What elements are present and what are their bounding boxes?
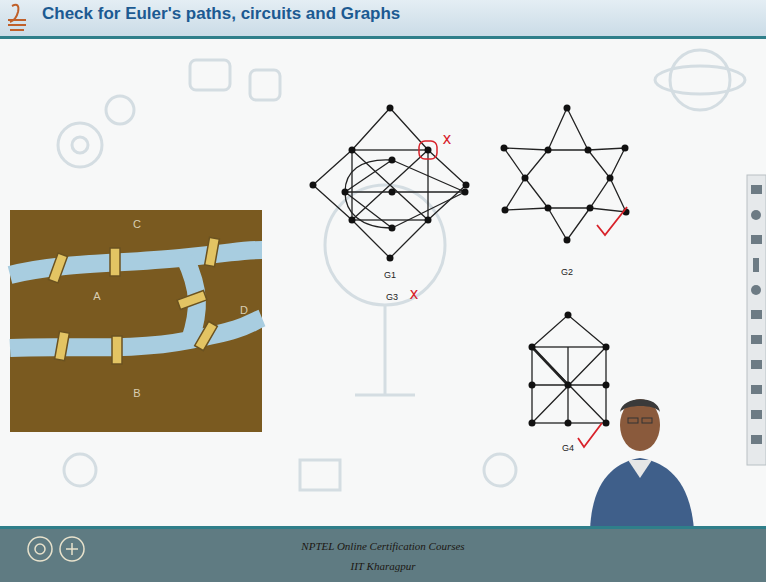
slide-title: Check for Euler's paths, circuits and Gr… [42, 4, 400, 24]
footer-logos [28, 537, 84, 561]
graph-g4-vertices [529, 312, 610, 427]
footer-bar [0, 528, 766, 582]
graph-label: G3 [386, 293, 398, 303]
presenter-video [590, 399, 694, 530]
annotation-mark: x [410, 286, 419, 303]
region-label: D [240, 304, 248, 316]
side-toolbar [747, 175, 766, 465]
check-mark [597, 207, 627, 235]
graph-g2-vertices [501, 105, 630, 244]
region-label: A [93, 290, 100, 302]
graph-label: G1 [384, 271, 396, 281]
title-rule [0, 36, 766, 39]
footer-text: NPTEL Online Certification Courses [301, 540, 464, 552]
graph-g1-vertices [310, 105, 470, 262]
graph-g2 [504, 108, 626, 240]
konigsberg-map [10, 210, 262, 432]
region-label: C [133, 218, 141, 230]
logo-icon [8, 5, 26, 30]
graph-g3-vertices [342, 157, 469, 232]
footer-text: IIT Kharagpur [351, 560, 416, 572]
graph-g3 [345, 160, 465, 228]
graph-label: G2 [561, 268, 573, 278]
title-bar [0, 0, 766, 38]
graph-label: G4 [562, 444, 574, 454]
graph-g1 [313, 108, 466, 258]
annotation-mark: x [443, 131, 452, 148]
annotation-circle [419, 141, 437, 159]
graph-g4 [532, 315, 606, 423]
footer-rule [0, 526, 766, 529]
check-mark [578, 423, 602, 447]
region-label: B [133, 387, 140, 399]
